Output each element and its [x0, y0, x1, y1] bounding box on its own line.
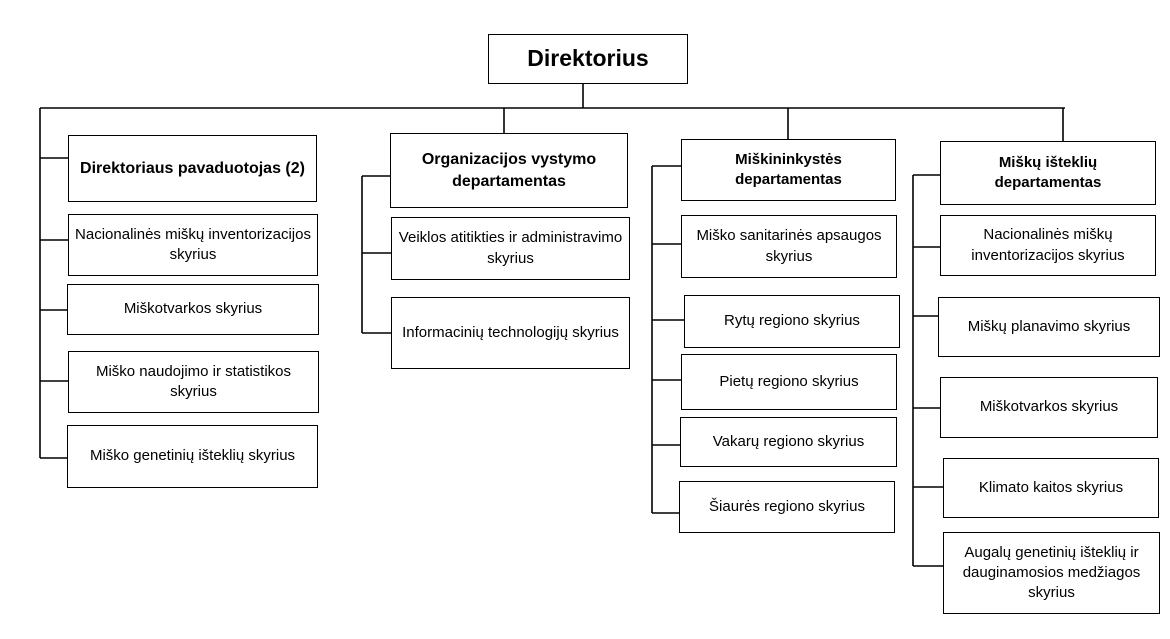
unit-label: Nacionalinės miškų inventorizacijos skyr…	[971, 226, 1125, 264]
unit-box-forest-use-statistics: Miško naudojimo ir statistikos skyrius	[68, 351, 319, 413]
unit-box-forest-management: Miškotvarkos skyrius	[67, 284, 319, 335]
unit-label: Vakarų regiono skyrius	[712, 432, 865, 450]
dept-label: Miškininkystės departamentas	[735, 150, 842, 188]
unit-box-forest-management-2: Miškotvarkos skyrius	[940, 377, 1158, 438]
unit-label: Miškotvarkos skyrius	[123, 300, 263, 318]
unit-label: Miškų planavimo skyrius	[967, 317, 1131, 335]
unit-label: Klimato kaitos skyrius	[978, 478, 1124, 496]
unit-box-forest-planning: Miškų planavimo skyrius	[938, 297, 1160, 357]
unit-box-national-inventory: Nacionalinės miškų inventorizacijos skyr…	[68, 214, 318, 276]
deputy-director-box: Direktoriaus pavaduotojas (2)	[68, 135, 317, 202]
organization-development-dept-box: Organizacijos vystymo departamentas	[390, 133, 628, 208]
unit-label: Miškotvarkos skyrius	[979, 398, 1119, 416]
unit-box-west-region: Vakarų regiono skyrius	[680, 417, 897, 467]
unit-box-sanitary-protection: Miško sanitarinės apsaugos skyrius	[681, 215, 897, 278]
unit-label: Informacinių technologijų skyrius	[402, 323, 619, 341]
unit-label: Miško sanitarinės apsaugos skyrius	[696, 227, 882, 265]
unit-label: Miško naudojimo ir statistikos skyrius	[95, 362, 292, 400]
unit-box-information-technology: Informacinių technologijų skyrius	[391, 297, 630, 369]
unit-label: Augalų genetinių išteklių ir dauginamosi…	[962, 543, 1141, 602]
director-box: Direktorius	[488, 34, 688, 84]
unit-label: Miško genetinių išteklių skyrius	[89, 447, 296, 465]
unit-box-north-region: Šiaurės regiono skyrius	[679, 481, 895, 533]
unit-box-plant-genetic-resources: Augalų genetinių išteklių ir dauginamosi…	[943, 532, 1160, 614]
unit-box-climate-change: Klimato kaitos skyrius	[943, 458, 1159, 518]
unit-label: Veiklos atitikties ir administravimo sky…	[398, 229, 623, 267]
unit-box-compliance-administration: Veiklos atitikties ir administravimo sky…	[391, 217, 630, 280]
unit-box-south-region: Pietų regiono skyrius	[681, 354, 897, 410]
dept-label: Organizacijos vystymo departamentas	[421, 150, 597, 190]
unit-label: Pietų regiono skyrius	[719, 372, 859, 390]
director-label: Direktorius	[527, 45, 649, 72]
forest-resources-dept-box: Miškų išteklių departamentas	[940, 141, 1156, 205]
forestry-dept-box: Miškininkystės departamentas	[681, 139, 896, 201]
unit-label: Nacionalinės miškų inventorizacijos skyr…	[75, 225, 311, 263]
dept-label: Miškų išteklių departamentas	[994, 153, 1102, 191]
unit-box-forest-genetic-resources: Miško genetinių išteklių skyrius	[67, 425, 318, 488]
unit-box-national-inventory-2: Nacionalinės miškų inventorizacijos skyr…	[940, 215, 1156, 276]
unit-label: Šiaurės regiono skyrius	[709, 497, 865, 515]
unit-label: Rytų regiono skyrius	[724, 312, 860, 330]
unit-box-east-region: Rytų regiono skyrius	[684, 295, 900, 348]
deputy-director-label: Direktoriaus pavaduotojas (2)	[80, 159, 305, 177]
